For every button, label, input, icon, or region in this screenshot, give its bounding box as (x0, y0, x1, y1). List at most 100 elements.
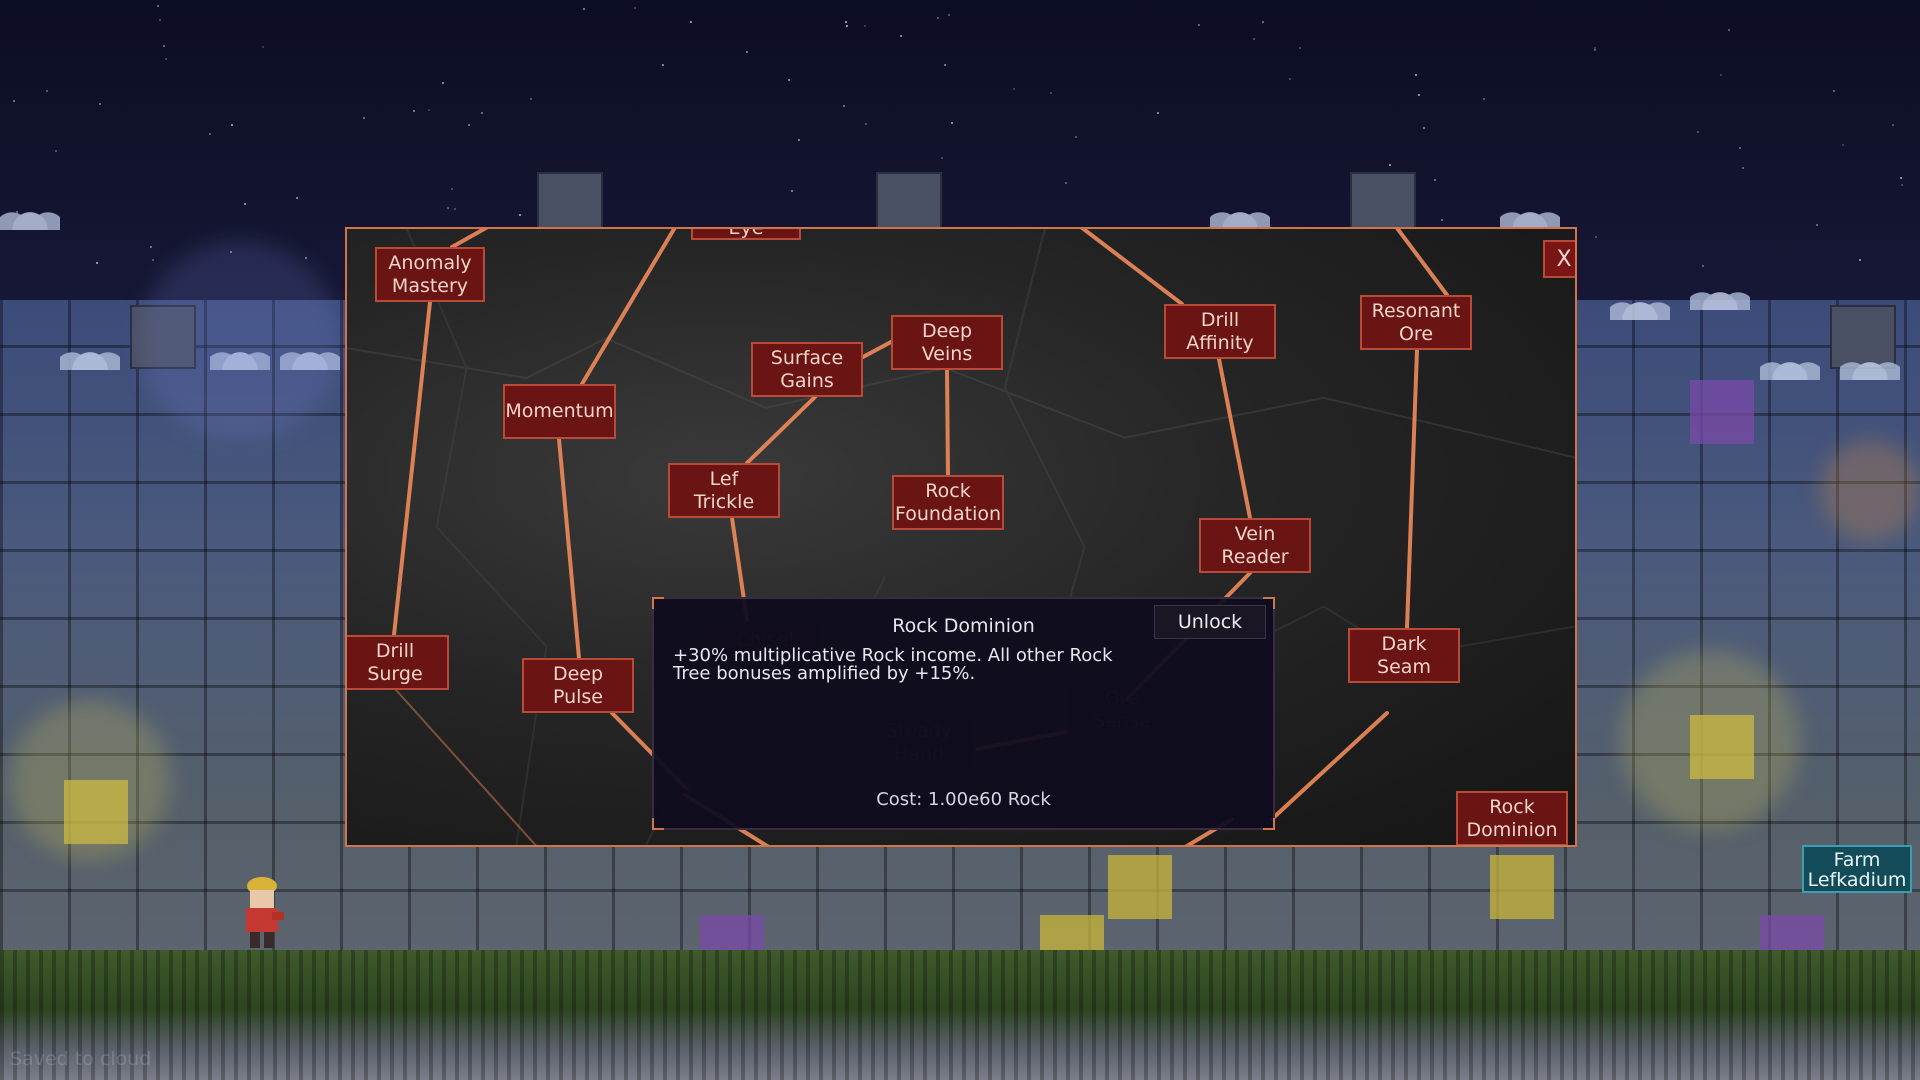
star (1423, 127, 1425, 129)
star (159, 19, 161, 21)
skill-node-dark-seam[interactable]: Dark Seam (1348, 628, 1460, 683)
star (788, 79, 790, 81)
castle-battlement (1350, 172, 1416, 232)
star (1900, 177, 1902, 179)
star (1720, 74, 1722, 76)
skill-node-drill-surge[interactable]: Drill Surge (347, 635, 449, 690)
star (1289, 78, 1291, 80)
grass-ground (0, 950, 1920, 1080)
star (1594, 47, 1596, 49)
player-character (246, 877, 284, 948)
tooltip-corner (1263, 597, 1275, 609)
skill-link (1395, 229, 1449, 297)
star (428, 109, 430, 111)
star (1198, 24, 1200, 26)
star (1901, 184, 1903, 186)
star (798, 139, 800, 141)
colored-block (1690, 380, 1754, 444)
star (746, 51, 748, 53)
tooltip-corner (652, 597, 664, 609)
skill-node-resonant-ore[interactable]: Resonant Ore (1360, 295, 1472, 350)
crystal-ornament (60, 320, 120, 370)
star (1262, 21, 1264, 23)
star (1595, 236, 1597, 238)
colored-block (1690, 715, 1754, 779)
star (163, 45, 165, 47)
colored-block (1490, 855, 1554, 919)
star (1389, 164, 1391, 166)
close-button[interactable]: X (1543, 240, 1575, 278)
star (843, 105, 845, 107)
star (296, 197, 298, 199)
star (1050, 92, 1052, 94)
star (1742, 167, 1744, 169)
skill-node-vein-reader[interactable]: Vein Reader (1199, 518, 1311, 573)
star (99, 103, 101, 105)
skill-link (557, 437, 581, 660)
star (447, 207, 449, 209)
skill-node-lef-trickle[interactable]: Lef Trickle (668, 463, 780, 518)
star (442, 82, 444, 84)
skill-link (1080, 229, 1184, 306)
star (1075, 136, 1077, 138)
star (1483, 98, 1485, 100)
star (944, 64, 946, 66)
light-glow (10, 700, 170, 860)
star (152, 259, 154, 261)
tooltip-corner (1263, 818, 1275, 830)
star (530, 98, 532, 100)
tooltip-title: Rock Dominion (892, 615, 1035, 637)
star (451, 188, 453, 190)
skill-node-rock-foundation[interactable]: Rock Foundation (892, 475, 1004, 530)
tooltip-corner (652, 818, 664, 830)
star (1065, 182, 1067, 184)
star (413, 110, 415, 112)
star (1253, 38, 1255, 40)
crystal-ornament (280, 320, 340, 370)
star (1594, 49, 1596, 51)
skill-node-drill-affinity[interactable]: Drill Affinity (1164, 304, 1276, 359)
star (951, 122, 953, 124)
skill-node-surface-gains[interactable]: Surface Gains (751, 342, 863, 397)
star (13, 100, 15, 102)
star (937, 17, 939, 19)
farm-lefkadium-button[interactable]: Farm Lefkadium (1802, 845, 1912, 893)
star (1013, 88, 1015, 90)
star (1434, 179, 1436, 181)
crystal-ornament (210, 320, 270, 370)
skill-node-deep-veins[interactable]: Deep Veins (891, 315, 1003, 370)
skill-link (745, 395, 817, 465)
star (157, 5, 159, 7)
star (662, 64, 664, 66)
skill-node-momentum[interactable]: Momentum (503, 384, 616, 439)
star (96, 262, 98, 264)
crystal-ornament (0, 180, 60, 230)
crystal-ornament (1690, 260, 1750, 310)
star (519, 214, 521, 216)
skill-link (1217, 357, 1252, 520)
star (1833, 90, 1835, 92)
unlock-button[interactable]: Unlock (1154, 605, 1266, 639)
skill-node-deep-pulse[interactable]: Deep Pulse (522, 658, 634, 713)
skill-link (1405, 348, 1419, 630)
star (209, 133, 211, 135)
star (1728, 29, 1730, 31)
tooltip-cost: Cost: 1.00e60 Rock (876, 789, 1051, 810)
skill-node-anomaly-mastery[interactable]: Anomaly Mastery (375, 247, 485, 302)
skill-link (861, 340, 893, 359)
star (262, 46, 264, 48)
star (1739, 147, 1741, 149)
skill-link (392, 300, 432, 637)
castle-battlement (130, 305, 196, 369)
star (244, 203, 246, 205)
star (230, 251, 232, 253)
skill-tooltip: Rock Dominion +30% multiplicative Rock i… (652, 597, 1275, 830)
skill-node-eye[interactable]: Eye (691, 229, 801, 240)
star (845, 21, 847, 23)
crystal-ornament (1840, 330, 1900, 380)
skill-link (395, 689, 537, 845)
colored-block (64, 780, 128, 844)
skill-node-rock-dominion[interactable]: Rock Dominion (1456, 791, 1568, 845)
